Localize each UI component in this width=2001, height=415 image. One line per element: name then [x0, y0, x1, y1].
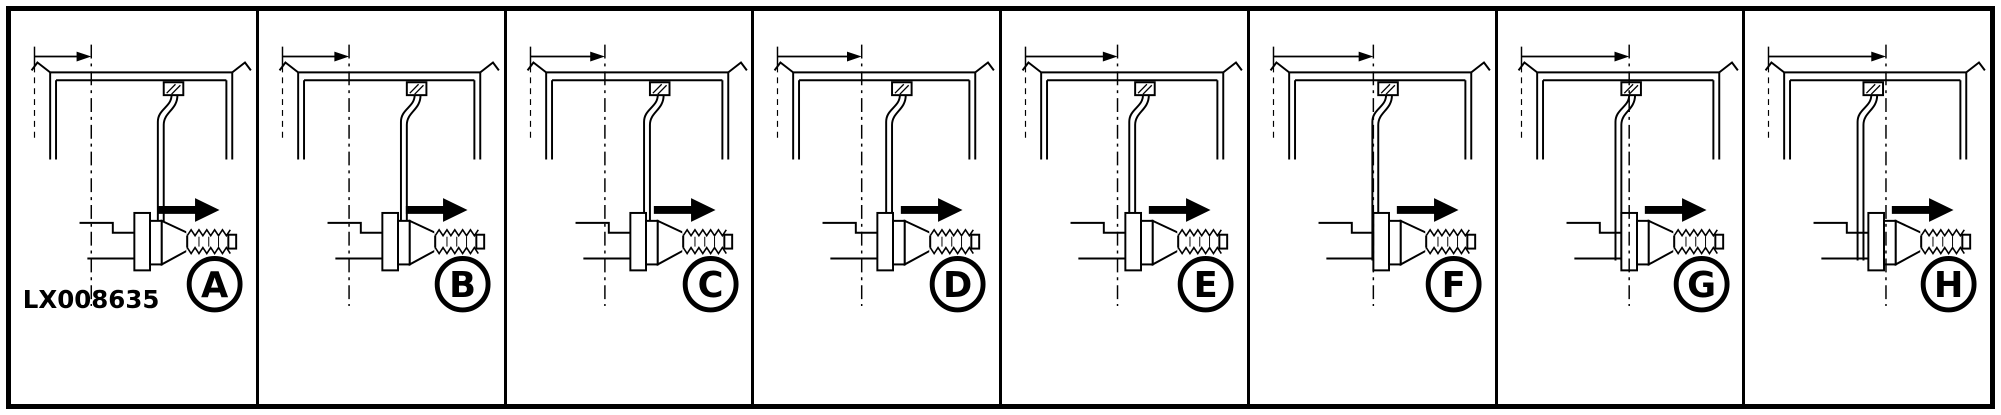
wheel-position-drawing: E — [1021, 44, 1243, 313]
axle-hub — [327, 211, 485, 272]
position-badge: B — [434, 256, 491, 313]
offset-measurement-arrow — [529, 46, 605, 140]
rim-cross-section — [278, 61, 500, 160]
wheel-position-drawing: G — [1517, 44, 1739, 313]
rim-cross-section — [1517, 61, 1739, 160]
axle-hub — [79, 211, 238, 272]
position-badge: C — [682, 256, 739, 313]
position-badge: F — [1425, 256, 1482, 313]
position-letter: H — [1934, 265, 1964, 306]
wheel-disc — [156, 81, 185, 261]
diagram-frame: A LX008635 — [6, 6, 1995, 409]
panel-b: B — [259, 11, 507, 404]
offset-measurement-arrow — [1272, 46, 1374, 140]
adjustment-direction-arrow — [1644, 198, 1707, 222]
wheel-position-drawing: A LX008635 — [23, 44, 252, 314]
adjustment-direction-arrow — [157, 198, 220, 222]
position-badge: A — [186, 256, 243, 313]
offset-measurement-arrow — [281, 46, 349, 140]
offset-measurement-arrow — [1024, 46, 1118, 140]
position-badge: E — [1177, 256, 1234, 313]
rim-cross-section — [1269, 61, 1491, 160]
rim-cross-section — [30, 61, 252, 160]
axle-hub — [1070, 211, 1229, 272]
adjustment-direction-arrow — [1892, 198, 1954, 222]
wheel-disc — [642, 81, 670, 261]
adjustment-direction-arrow — [405, 198, 468, 222]
wheel-disc — [885, 81, 913, 261]
position-letter: G — [1687, 265, 1716, 306]
position-letter: B — [449, 265, 476, 306]
offset-measurement-arrow — [33, 46, 92, 140]
wheel-disc — [1128, 81, 1156, 261]
position-badge: H — [1920, 256, 1977, 313]
adjustment-direction-arrow — [1396, 198, 1459, 222]
position-letter: C — [697, 265, 723, 306]
panel-c: C — [507, 11, 755, 404]
wheel-position-drawing: F — [1269, 44, 1491, 313]
adjustment-direction-arrow — [901, 198, 963, 222]
wheel-position-drawing: H — [1765, 44, 1986, 313]
adjustment-direction-arrow — [1148, 198, 1211, 222]
wheel-position-drawing: B — [278, 44, 500, 313]
panel-g: G — [1498, 11, 1746, 404]
wheel-position-drawing: D — [774, 44, 995, 313]
panel-f: F — [1250, 11, 1498, 404]
wheel-disc — [399, 81, 428, 261]
panel-e: E — [1002, 11, 1250, 404]
adjustment-direction-arrow — [653, 198, 716, 222]
wheel-disc — [1371, 81, 1399, 261]
wheel-position-drawing: C — [526, 44, 748, 313]
position-letter: F — [1441, 265, 1465, 306]
figure-code: LX008635 — [23, 285, 160, 314]
position-letter: D — [943, 265, 972, 306]
offset-measurement-arrow — [1520, 46, 1629, 140]
position-letter: A — [201, 265, 229, 306]
axle-hub — [1318, 211, 1476, 272]
panel-a: A LX008635 — [11, 11, 259, 404]
axle-hub — [1813, 211, 1972, 272]
position-letter: E — [1194, 265, 1218, 306]
rim-cross-section — [1765, 61, 1986, 160]
wheel-disc — [1856, 81, 1885, 261]
position-badge: G — [1673, 256, 1730, 313]
offset-measurement-arrow — [777, 46, 862, 140]
panel-d: D — [754, 11, 1002, 404]
rim-cross-section — [774, 61, 995, 160]
panel-h: H — [1745, 11, 1990, 404]
rim-cross-section — [526, 61, 748, 160]
position-badge: D — [929, 256, 986, 313]
rim-cross-section — [1021, 61, 1243, 160]
offset-measurement-arrow — [1768, 46, 1887, 140]
axle-hub — [822, 211, 981, 272]
axle-hub — [575, 211, 733, 272]
